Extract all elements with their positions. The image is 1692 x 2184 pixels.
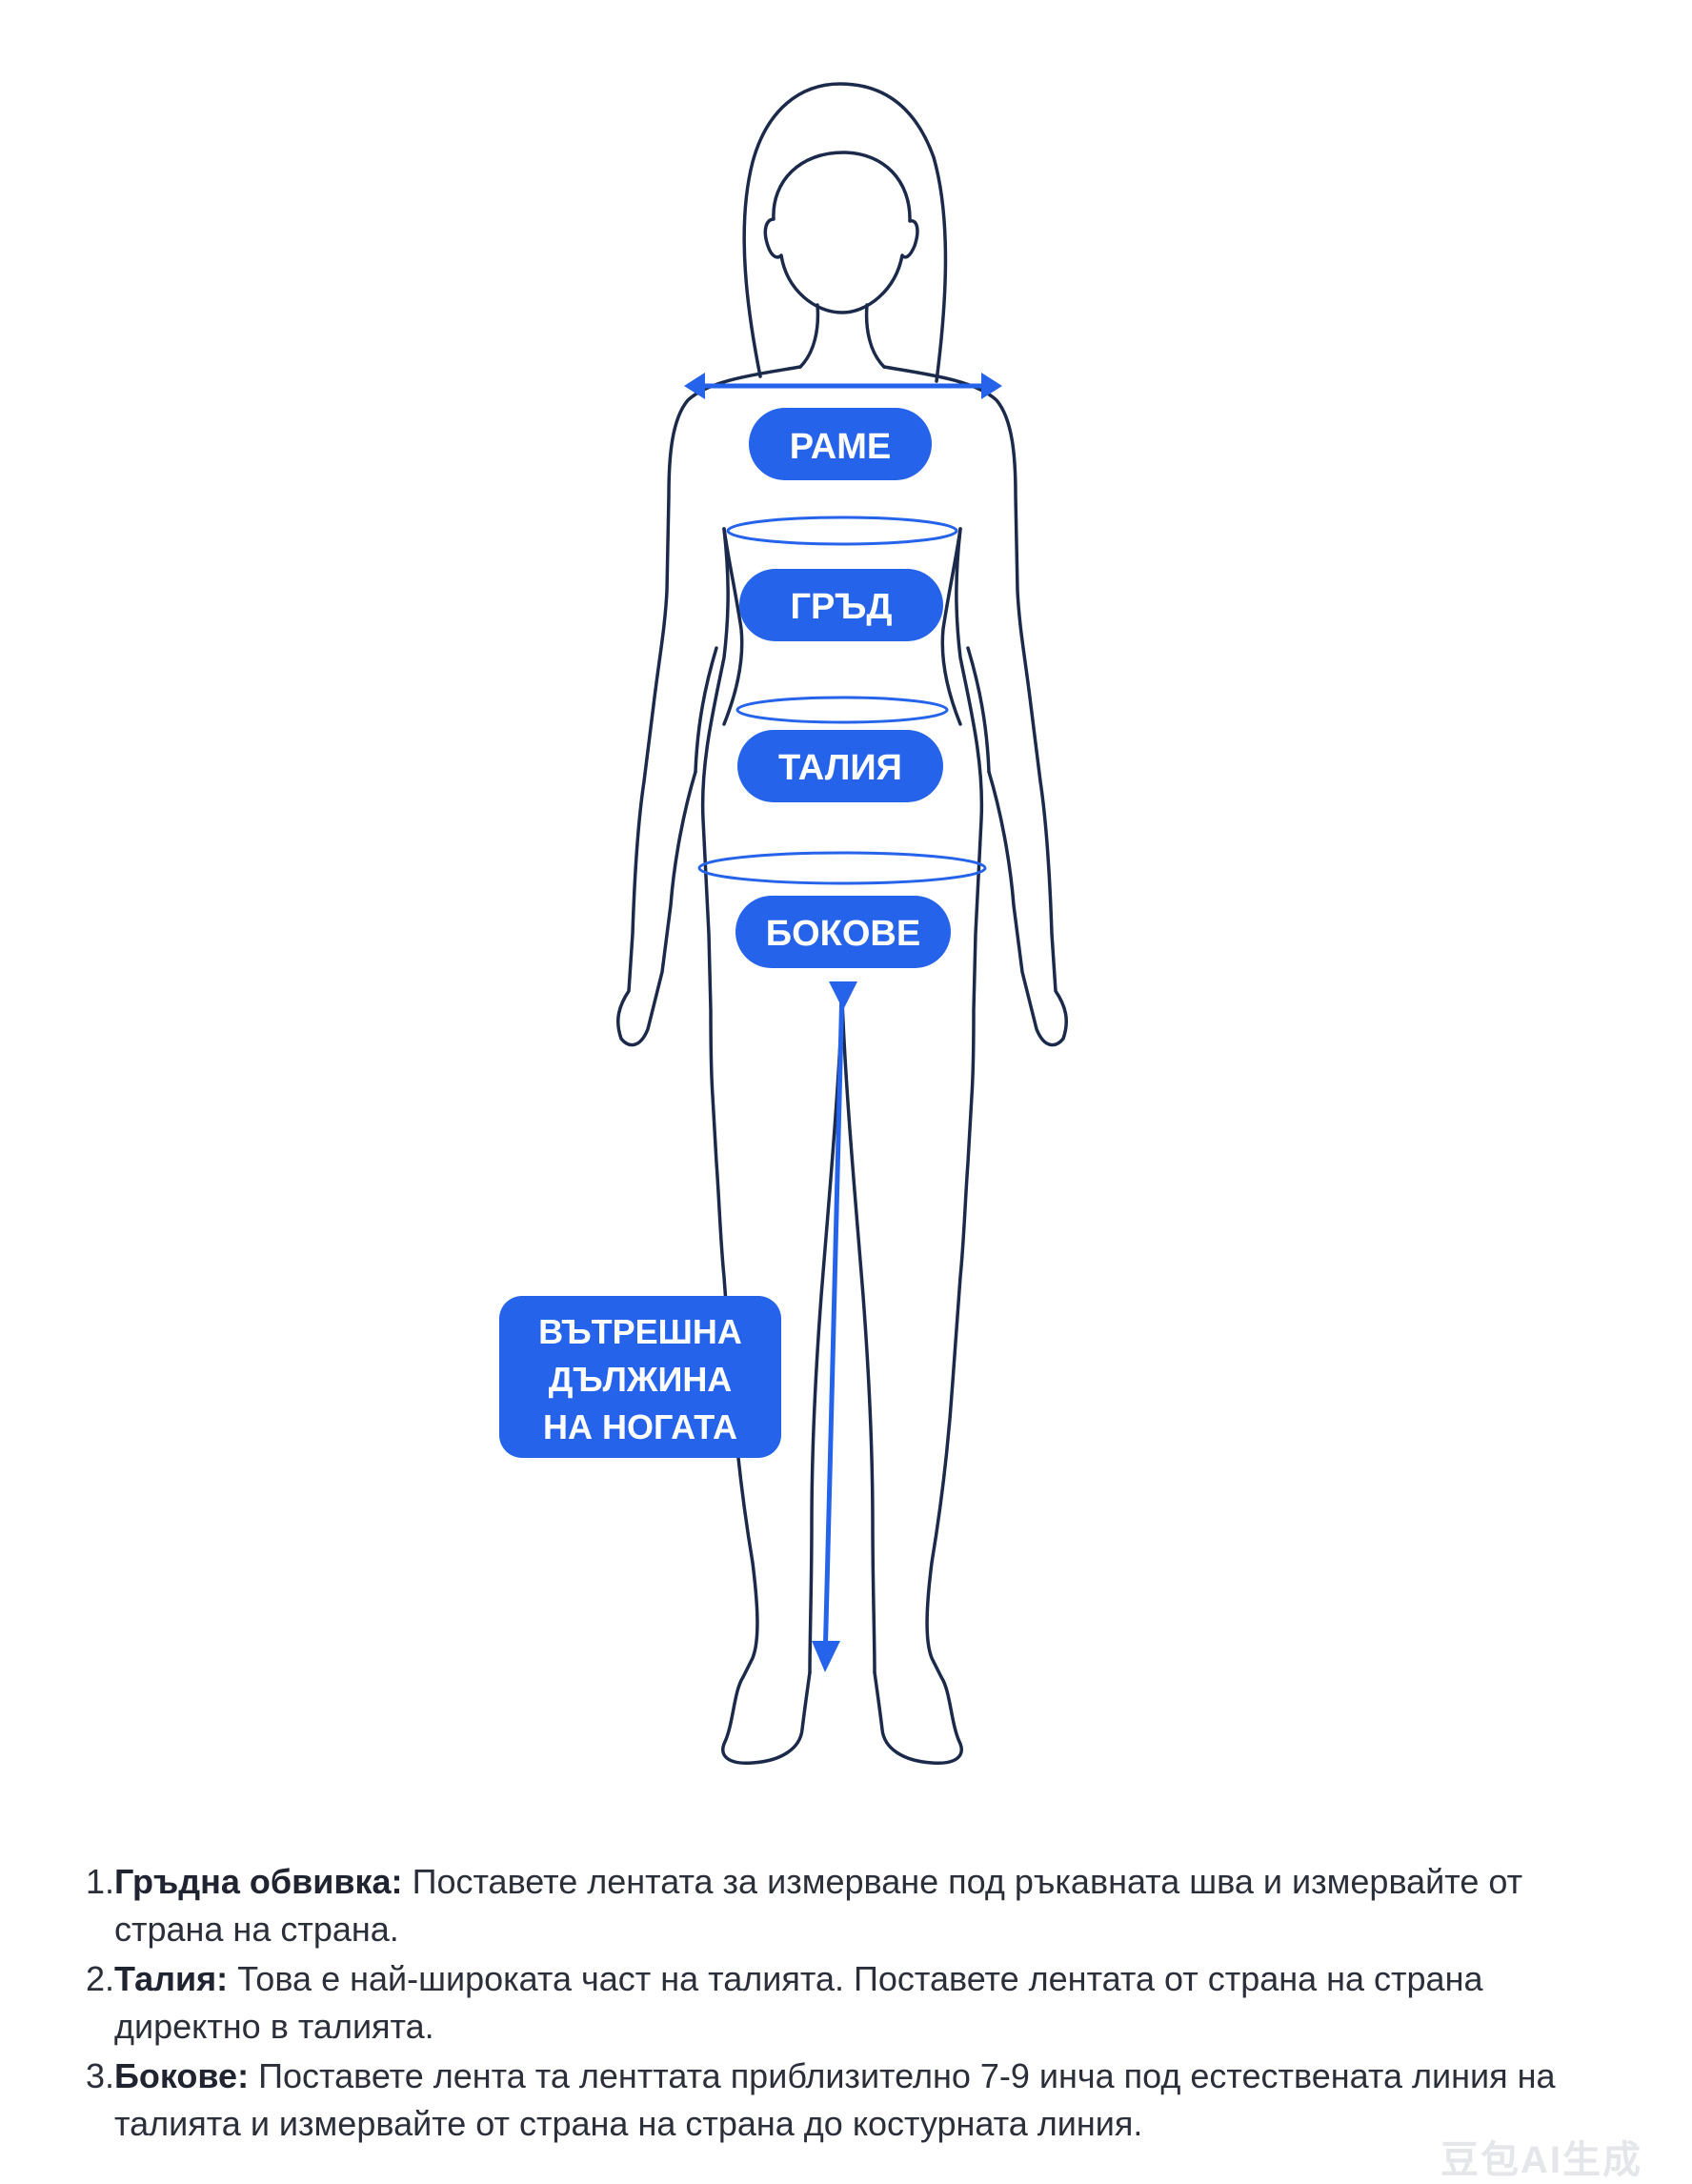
svg-text:ДЪЛЖИНА: ДЪЛЖИНА [549, 1360, 733, 1399]
instruction-term: Талия: [114, 1959, 229, 1998]
instruction-number: 2. [86, 1959, 115, 1998]
head-outline [763, 151, 919, 314]
neck-outline [798, 303, 820, 369]
instruction-text: Поставете лентата за измерване под ръкав… [114, 1862, 1523, 1949]
bust-label: ГРЪД [739, 569, 943, 641]
instruction-item-hips: 3. Бокове: Поставете лента та ленттата п… [86, 2053, 1629, 2148]
waist-label: ТАЛИЯ [737, 730, 943, 802]
measurement-instructions: 1. Гръдна обвивка: Поставете лентата за … [86, 1858, 1629, 2150]
hair-outline [742, 82, 948, 383]
left-body-outline [616, 365, 802, 1047]
shoulder-label: РАМЕ [749, 408, 932, 480]
instruction-term: Бокове: [114, 2056, 250, 2095]
instruction-item-waist: 2. Талия: Това е най-широката част на та… [86, 1955, 1629, 2051]
hips-measure-line [697, 851, 987, 885]
svg-text:ВЪТРЕШНА: ВЪТРЕШНА [538, 1312, 742, 1351]
instruction-text: Това е най-широката част на талията. Пос… [114, 1959, 1483, 2046]
svg-text:БОКОВЕ: БОКОВЕ [766, 914, 920, 954]
instruction-number: 1. [86, 1862, 115, 1901]
inseam-label: ВЪТРЕШНА ДЪЛЖИНА НА НОГАТА [499, 1296, 781, 1458]
instruction-item-bust: 1. Гръдна обвивка: Поставете лентата за … [86, 1858, 1629, 1953]
inseam-measure-arrow [812, 981, 857, 1672]
body-measurement-diagram: РАМЕ ГРЪД ТАЛИЯ БОКОВЕ ВЪТРЕШНА ДЪЛЖИНА … [499, 82, 1068, 1765]
instruction-term: Гръдна обвивка: [114, 1862, 403, 1901]
hips-label: БОКОВЕ [735, 896, 951, 968]
svg-text:ТАЛИЯ: ТАЛИЯ [778, 748, 902, 788]
instruction-text: Поставете лента та ленттата приблизителн… [114, 2056, 1556, 2143]
svg-text:РАМЕ: РАМЕ [790, 427, 891, 467]
watermark: 豆包AI生成 [1440, 2139, 1642, 2181]
instruction-number: 3. [86, 2056, 115, 2095]
bust-measure-line [726, 516, 958, 546]
svg-text:ГРЪД: ГРЪД [790, 587, 892, 627]
right-body-outline [882, 365, 1068, 1047]
waist-measure-line [735, 696, 949, 724]
shoulder-measure-arrow [684, 373, 1002, 399]
svg-text:НА НОГАТА: НА НОГАТА [543, 1407, 737, 1446]
